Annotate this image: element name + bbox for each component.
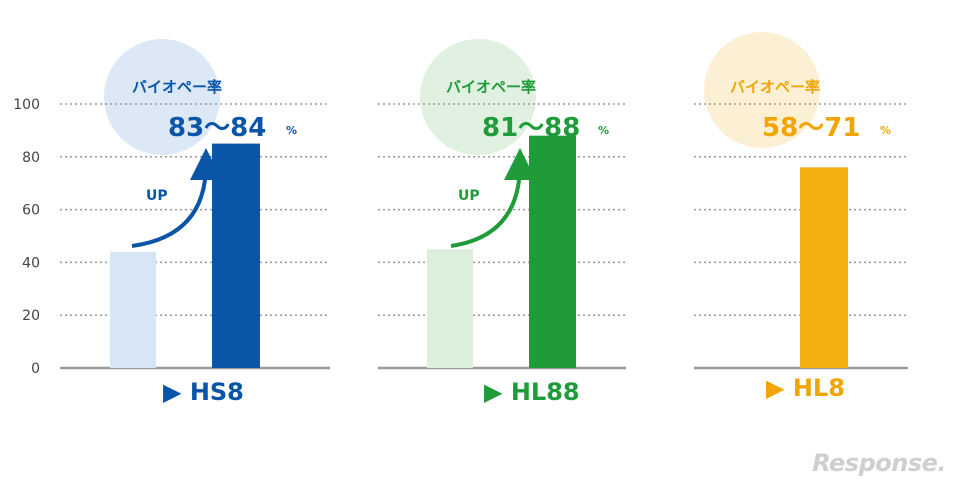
response-logo: Response. (812, 449, 946, 477)
panel-1-bar-1 (110, 251, 156, 368)
y-tick-label: 100 (13, 97, 40, 113)
panel-2-model-label: ▶ HL88 (484, 378, 580, 406)
panel-2-value-unit: % (598, 124, 609, 137)
panel-1-increase-arrow (131, 148, 222, 248)
panel-1-value-unit: % (286, 124, 297, 137)
y-tick-label: 0 (31, 361, 40, 377)
panel-3-bar-1 (800, 167, 848, 368)
y-tick-label: 60 (22, 203, 40, 219)
y-tick-label: 20 (22, 308, 40, 324)
panel-2-bubble-circle (420, 39, 536, 155)
panel-1-up-label: UP (146, 188, 168, 204)
y-tick-label: 40 (22, 255, 40, 271)
panel-3-bubble-circle (704, 32, 820, 148)
panel-2-bar-2 (529, 135, 576, 368)
panel-2-up-label: UP (458, 188, 480, 204)
panel-1-bar-2 (212, 143, 260, 368)
panel-3-bubble-label: バイオペー率 (730, 78, 820, 96)
panel-2-bubble-label: バイオペー率 (446, 78, 536, 96)
panel-2-value-range: 81〜88 (482, 113, 580, 143)
panel-3-value-range: 58〜71 (762, 113, 860, 143)
panel-2-increase-arrow (450, 148, 536, 248)
panel-3-model-label: ▶ HL8 (766, 374, 845, 402)
panel-1-bubble-circle (104, 39, 220, 155)
panel-3-value-unit: % (880, 124, 891, 137)
panel-1-value-range: 83〜84 (168, 113, 266, 143)
y-tick-label: 80 (22, 150, 40, 166)
panel-1-bubble-label: バイオペー率 (132, 78, 222, 96)
panel-2-bar-1 (427, 249, 473, 368)
panel-1-model-label: ▶ HS8 (163, 378, 244, 406)
